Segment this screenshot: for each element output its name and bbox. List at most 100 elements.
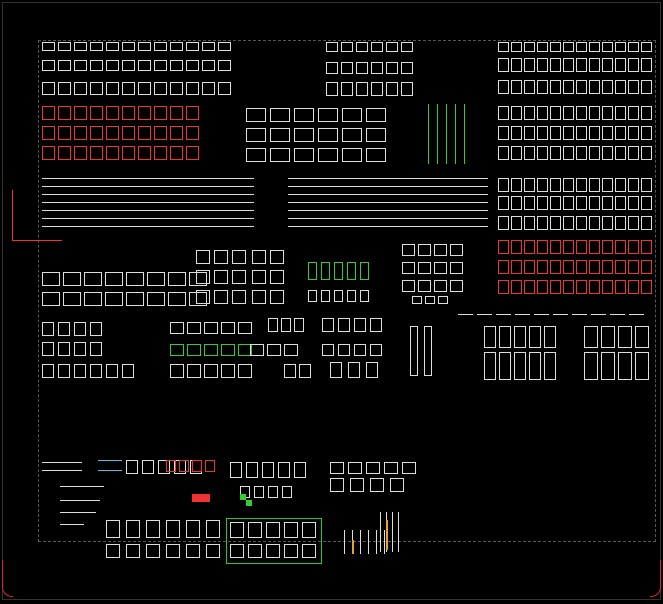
window-block-red[interactable]: [576, 240, 587, 254]
window-block[interactable]: [238, 322, 252, 334]
window-block[interactable]: [602, 146, 613, 160]
window-block[interactable]: [563, 216, 574, 230]
window-block[interactable]: [218, 82, 231, 95]
window-block[interactable]: [402, 462, 416, 474]
window-block[interactable]: [511, 216, 522, 230]
window-block[interactable]: [348, 462, 362, 474]
window-block[interactable]: [302, 522, 316, 538]
window-block[interactable]: [254, 486, 264, 498]
window-block[interactable]: [615, 216, 626, 230]
window-block[interactable]: [576, 126, 587, 140]
window-block-red[interactable]: [563, 260, 574, 274]
window-block[interactable]: [615, 178, 626, 192]
window-block[interactable]: [354, 344, 366, 356]
window-block[interactable]: [266, 544, 280, 558]
window-block[interactable]: [154, 82, 167, 95]
window-block-red[interactable]: [589, 260, 600, 274]
window-block[interactable]: [425, 296, 435, 304]
window-block[interactable]: [641, 216, 652, 230]
window-block[interactable]: [628, 146, 639, 160]
window-block[interactable]: [186, 42, 199, 51]
window-block-red[interactable]: [576, 280, 587, 294]
window-block[interactable]: [602, 126, 613, 140]
window-block[interactable]: [122, 82, 135, 95]
window-block[interactable]: [126, 460, 138, 474]
window-block[interactable]: [42, 364, 54, 378]
window-block[interactable]: [270, 250, 284, 264]
window-block[interactable]: [584, 352, 598, 380]
window-block-red[interactable]: [42, 126, 55, 140]
window-block[interactable]: [537, 58, 548, 72]
window-block[interactable]: [589, 126, 600, 140]
window-block[interactable]: [42, 342, 54, 356]
window-block[interactable]: [122, 60, 135, 71]
window-block[interactable]: [544, 326, 556, 348]
window-block-red[interactable]: [106, 126, 119, 140]
window-block-red[interactable]: [524, 240, 535, 254]
window-block[interactable]: [342, 148, 362, 162]
window-block[interactable]: [230, 522, 244, 538]
window-block[interactable]: [186, 520, 200, 538]
window-block[interactable]: [498, 106, 509, 120]
window-block[interactable]: [401, 82, 413, 96]
window-block[interactable]: [221, 322, 235, 334]
window-block[interactable]: [424, 326, 432, 376]
window-block[interactable]: [390, 478, 404, 492]
window-block[interactable]: [270, 270, 284, 284]
window-block-red[interactable]: [511, 260, 522, 274]
window-block-red[interactable]: [550, 240, 561, 254]
window-block-red[interactable]: [550, 260, 561, 274]
window-block[interactable]: [204, 364, 218, 378]
window-block[interactable]: [218, 60, 231, 71]
window-block[interactable]: [202, 42, 215, 51]
window-block[interactable]: [371, 62, 383, 74]
window-block[interactable]: [282, 486, 292, 498]
window-block[interactable]: [74, 342, 86, 356]
window-block-red[interactable]: [122, 146, 135, 160]
window-block[interactable]: [106, 82, 119, 95]
window-block[interactable]: [524, 42, 535, 52]
window-block[interactable]: [347, 290, 356, 302]
window-block[interactable]: [58, 42, 71, 51]
window-block[interactable]: [138, 82, 151, 95]
window-block[interactable]: [511, 42, 522, 52]
window-block[interactable]: [514, 326, 526, 348]
window-block[interactable]: [563, 196, 574, 210]
window-block[interactable]: [58, 342, 70, 356]
window-block[interactable]: [126, 272, 144, 286]
window-block[interactable]: [386, 62, 398, 74]
window-block-red[interactable]: [628, 260, 639, 274]
window-block[interactable]: [248, 522, 262, 538]
window-block[interactable]: [537, 126, 548, 140]
window-block-red[interactable]: [628, 280, 639, 294]
window-block[interactable]: [356, 82, 368, 96]
window-block[interactable]: [601, 352, 615, 380]
window-block[interactable]: [550, 196, 561, 210]
window-block[interactable]: [499, 326, 511, 348]
window-block-red[interactable]: [166, 460, 176, 472]
window-block[interactable]: [537, 146, 548, 160]
window-block[interactable]: [122, 364, 134, 378]
window-block-red[interactable]: [106, 146, 119, 160]
window-block[interactable]: [450, 262, 463, 274]
window-block[interactable]: [641, 42, 652, 52]
window-block[interactable]: [90, 42, 103, 51]
window-block-red[interactable]: [602, 280, 613, 294]
window-block[interactable]: [576, 80, 587, 94]
window-block-red[interactable]: [615, 240, 626, 254]
window-block[interactable]: [641, 146, 652, 160]
window-block[interactable]: [537, 80, 548, 94]
window-block[interactable]: [602, 178, 613, 192]
window-block[interactable]: [602, 216, 613, 230]
window-block[interactable]: [602, 58, 613, 72]
window-block[interactable]: [218, 42, 231, 51]
window-block[interactable]: [168, 272, 186, 286]
window-block[interactable]: [589, 178, 600, 192]
window-block-red[interactable]: [122, 106, 135, 120]
window-block[interactable]: [196, 290, 210, 304]
window-block[interactable]: [63, 292, 81, 306]
window-block[interactable]: [42, 60, 55, 71]
window-block-red[interactable]: [550, 280, 561, 294]
window-block[interactable]: [330, 462, 344, 474]
